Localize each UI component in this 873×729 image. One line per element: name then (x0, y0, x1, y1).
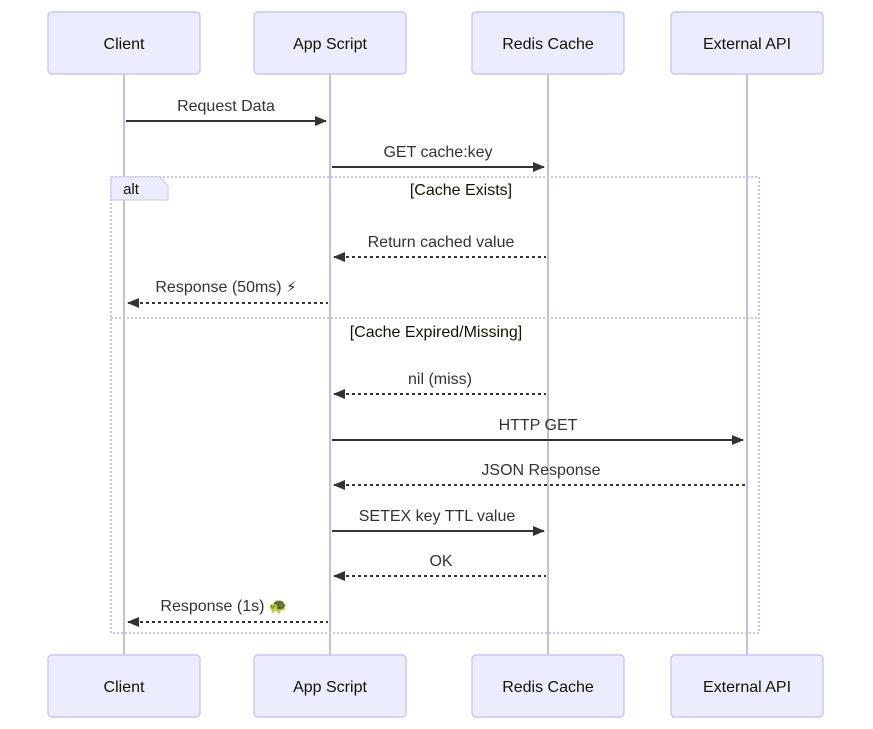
messages: Request Data GET cache:key Return cached… (126, 98, 745, 627)
alt-keyword-label: alt (123, 181, 140, 198)
participant-label: Client (104, 679, 145, 696)
alt-fragment-border (110, 176, 760, 634)
message-label: GET cache:key (383, 144, 492, 161)
participant-rect[interactable] (253, 11, 407, 75)
message-label: Response (50ms) ⚡ (155, 278, 296, 296)
participant-rect[interactable] (471, 654, 625, 718)
participant-box-api-bottom[interactable]: External API (670, 654, 824, 718)
message-ok: OK (333, 553, 546, 581)
message-label: Response (1s) 🐢 (160, 597, 287, 615)
alt-condition-0: [Cache Exists] (410, 182, 512, 199)
message-json-response: JSON Response (333, 462, 745, 490)
message-label: OK (429, 553, 452, 570)
message-response-50ms: Response (50ms) ⚡ (127, 278, 328, 308)
alt-keyword-tag (110, 176, 169, 201)
participant-box-redis-bottom[interactable]: Redis Cache (471, 654, 625, 718)
message-label: Request Data (177, 98, 275, 115)
message-setex: SETEX key TTL value (332, 508, 545, 536)
message-http-get: HTTP GET (332, 417, 744, 445)
lifelines (123, 74, 748, 655)
participant-box-client-top[interactable]: Client (47, 11, 201, 75)
participant-rect[interactable] (47, 11, 201, 75)
participant-rect[interactable] (670, 654, 824, 718)
participant-label: Redis Cache (502, 36, 594, 53)
message-label: Return cached value (368, 234, 515, 251)
participant-box-app-bottom[interactable]: App Script (253, 654, 407, 718)
message-nil-miss: nil (miss) (333, 371, 546, 399)
message-label: HTTP GET (499, 417, 578, 434)
participant-label: Client (104, 36, 145, 53)
participant-rect[interactable] (47, 654, 201, 718)
lightning-bolt-icon: ⚡ (286, 278, 297, 296)
participants-bottom: Client App Script Redis Cache External A… (47, 654, 824, 718)
participant-box-api-top[interactable]: External API (670, 11, 824, 75)
message-label: SETEX key TTL value (359, 508, 516, 525)
participant-box-client-bottom[interactable]: Client (47, 654, 201, 718)
participant-label: Redis Cache (502, 679, 594, 696)
message-label: JSON Response (481, 462, 600, 479)
participant-label: App Script (293, 36, 367, 53)
participant-rect[interactable] (670, 11, 824, 75)
participant-box-redis-top[interactable]: Redis Cache (471, 11, 625, 75)
alt-condition-1: [Cache Expired/Missing] (350, 324, 523, 341)
participant-label: App Script (293, 679, 367, 696)
participants-top: Client App Script Redis Cache External A… (47, 11, 824, 75)
message-request-data: Request Data (126, 98, 327, 126)
message-label: nil (miss) (408, 371, 472, 388)
participant-rect[interactable] (253, 654, 407, 718)
participant-box-app-top[interactable]: App Script (253, 11, 407, 75)
alt-fragment: alt [Cache Exists] [Cache Expired/Missin… (110, 176, 760, 634)
participant-label: External API (703, 36, 791, 53)
participant-label: External API (703, 679, 791, 696)
turtle-icon: 🐢 (269, 597, 288, 615)
message-label-text: Response (1s) (160, 598, 264, 615)
message-response-1s: Response (1s) 🐢 (127, 597, 328, 627)
message-label-text: Response (50ms) (155, 279, 281, 296)
message-return-cached-value: Return cached value (333, 234, 546, 262)
message-get-cache-key: GET cache:key (332, 144, 545, 172)
participant-rect[interactable] (471, 11, 625, 75)
